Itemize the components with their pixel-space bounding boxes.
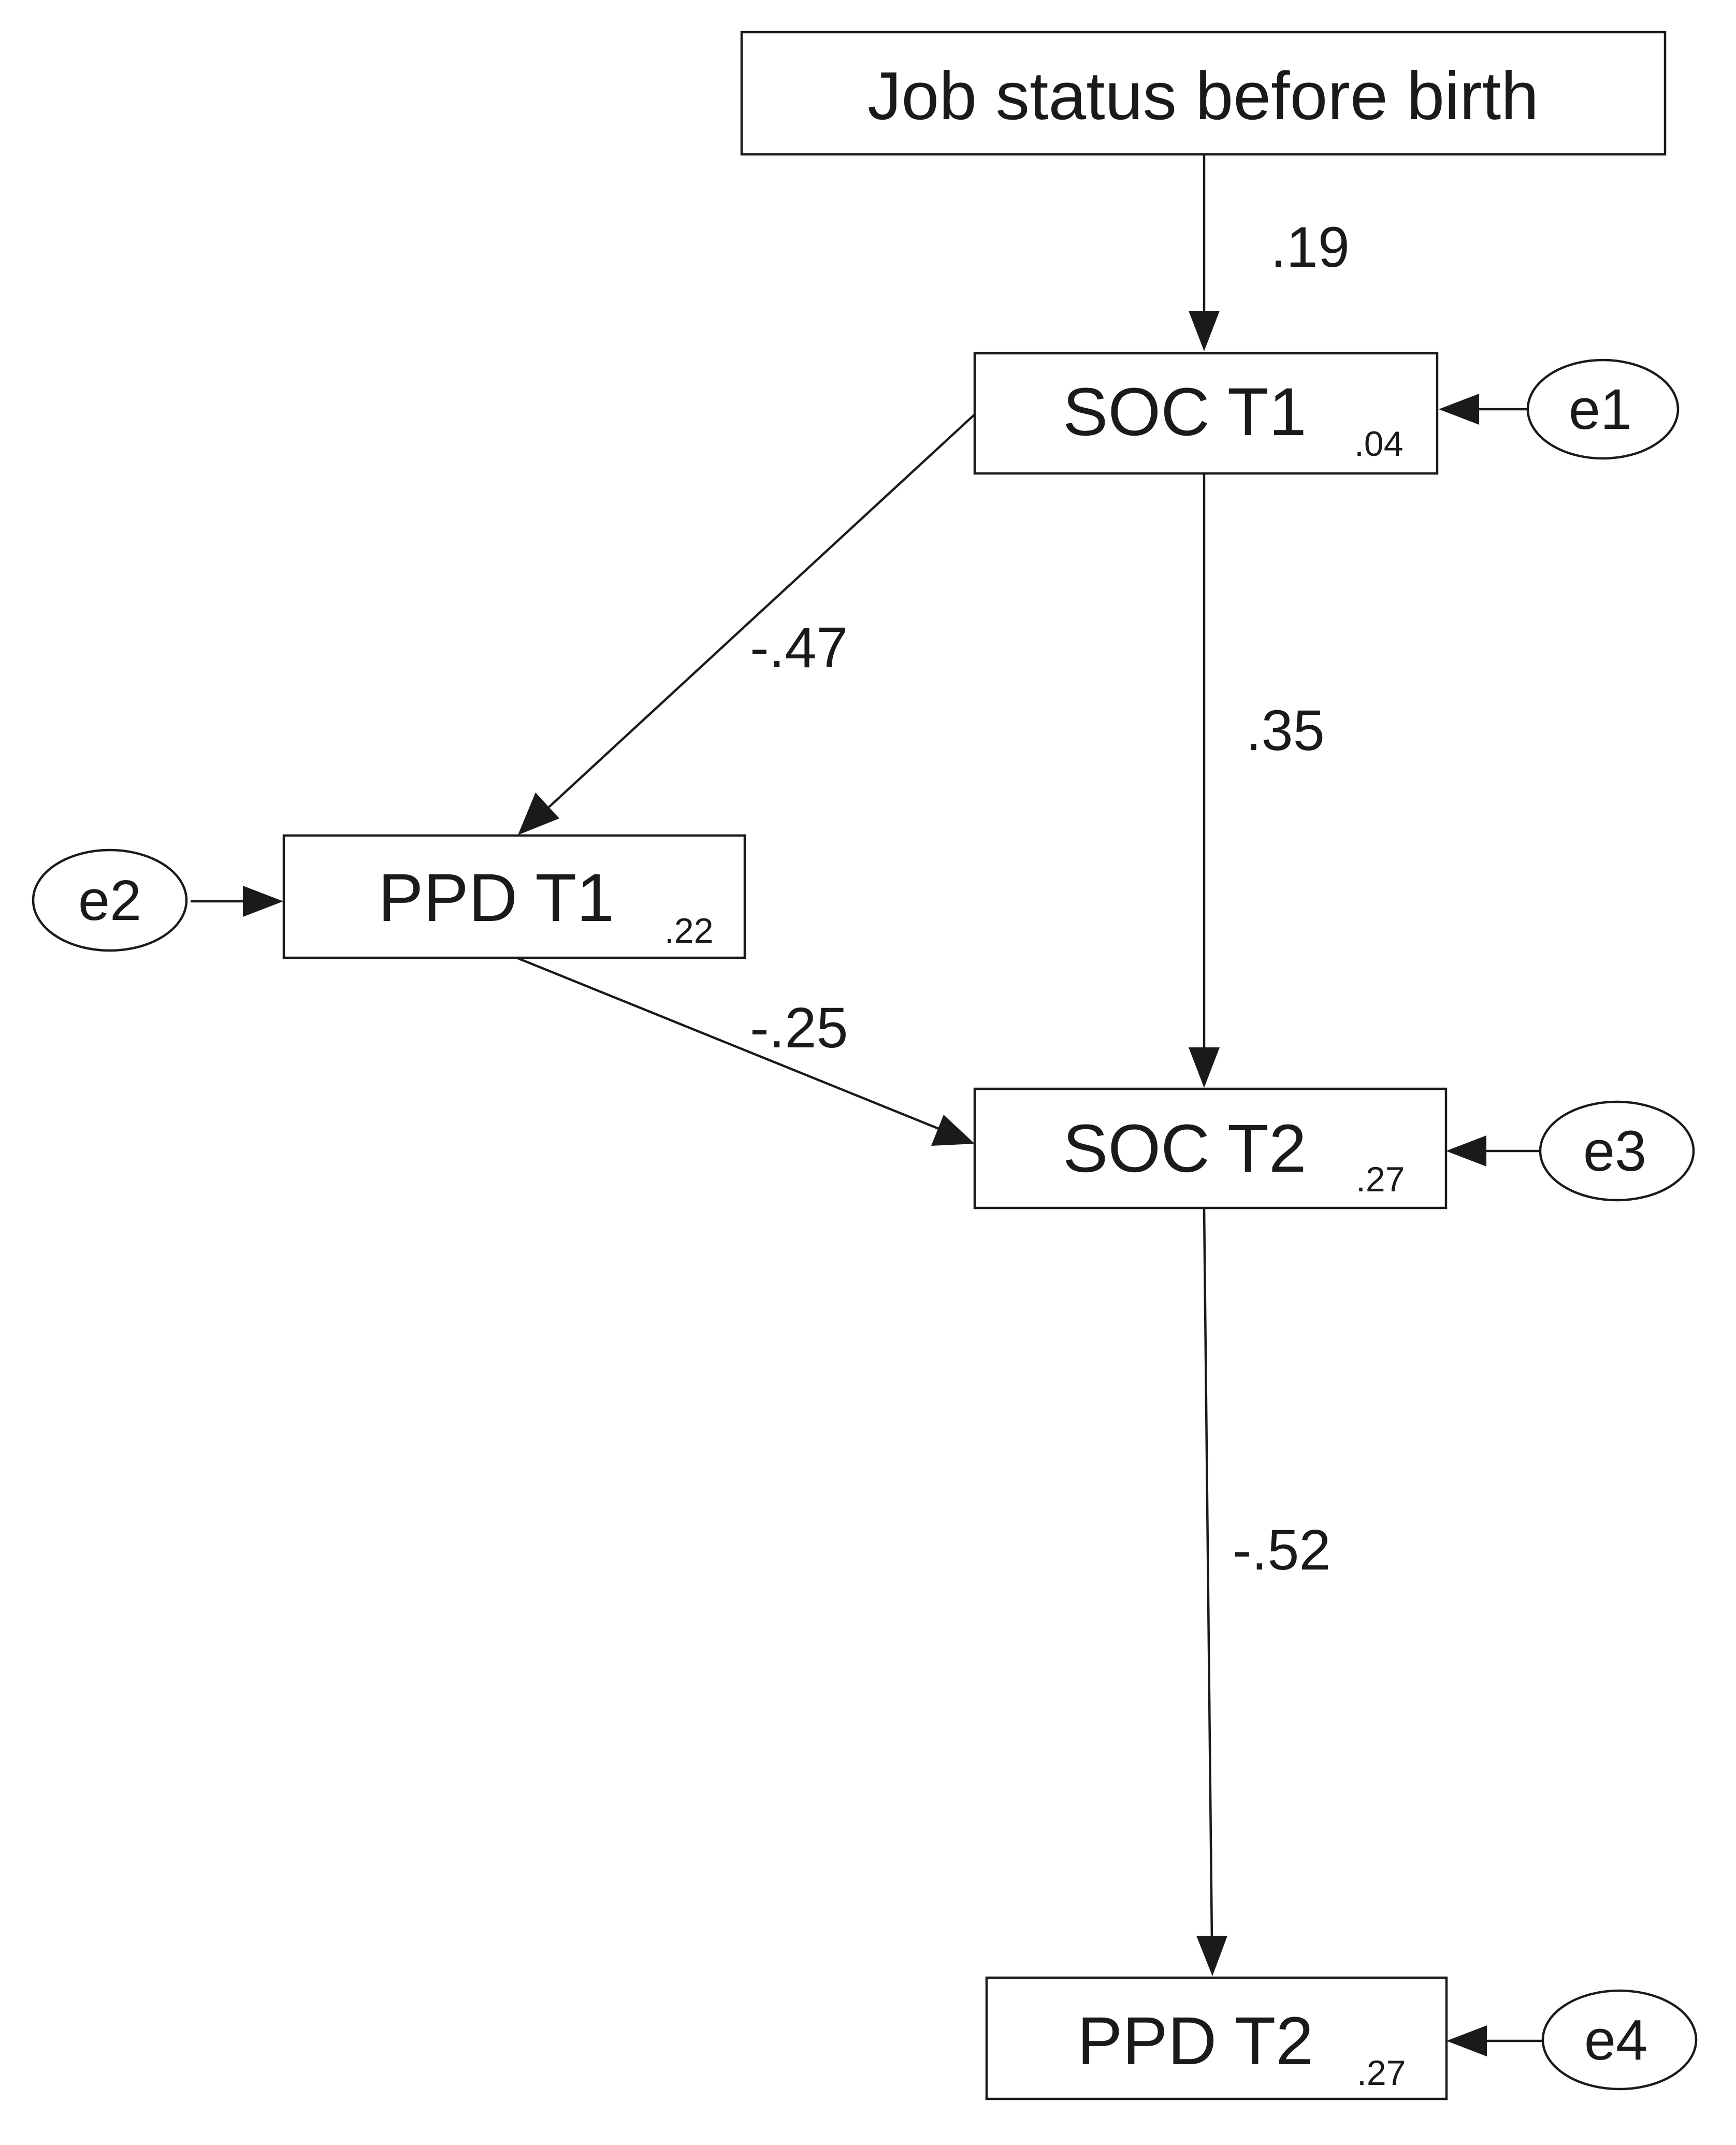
coefficient-job-to-soc-t1: .19 (1270, 215, 1350, 279)
arrowhead-e2-to-ppd-t1 (243, 886, 283, 917)
path-line-soc-t2-to-ppd-t2 (1203, 1207, 1213, 1940)
node-label: PPD T2 (1077, 2003, 1313, 2079)
node-ppd-t2: PPD T2 .27 (985, 1976, 1448, 2100)
arrowhead-e1-to-soc-t1 (1439, 394, 1479, 425)
node-soc-t2: SOC T2 .27 (973, 1087, 1448, 1210)
arrowhead-job-to-soc-t1 (1189, 311, 1220, 351)
error-label: e2 (78, 869, 141, 932)
coefficient-soc-t1-to-ppd-t1: -.47 (750, 616, 848, 680)
coefficient-soc-t2-to-ppd-t2: -.52 (1233, 1518, 1331, 1582)
arrowhead-e4-to-ppd-t2 (1446, 2025, 1487, 2056)
node-label: SOC T2 (1063, 1110, 1307, 1186)
node-soc-t1: SOC T1 .04 (973, 352, 1439, 475)
path-line-soc-t1-to-ppd-t1 (548, 413, 976, 808)
node-label: Job status before birth (867, 57, 1539, 134)
node-label: SOC T1 (1063, 373, 1307, 450)
error-term-e4: e4 (1541, 1989, 1698, 2091)
arrowhead-ppd-t1-to-soc-t2 (931, 1115, 975, 1146)
node-ppd-t1: PPD T1 .22 (282, 834, 746, 959)
arrowhead-soc-t1-to-ppd-t1 (518, 793, 559, 835)
coefficient-ppd-t1-to-soc-t2: -.25 (750, 996, 848, 1060)
r-squared-label: .27 (1357, 2053, 1406, 2093)
arrowhead-e3-to-soc-t2 (1446, 1135, 1486, 1167)
error-term-e1: e1 (1526, 358, 1680, 460)
node-label: PPD T1 (378, 859, 614, 935)
error-term-e3: e3 (1539, 1100, 1695, 1202)
r-squared-label: .04 (1354, 424, 1404, 464)
arrowhead-soc-t2-to-ppd-t2 (1196, 1936, 1227, 1976)
r-squared-label: .27 (1356, 1160, 1405, 1199)
error-label: e3 (1583, 1119, 1646, 1183)
error-term-e2: e2 (32, 848, 188, 952)
node-job-status-before-birth: Job status before birth (740, 31, 1667, 156)
arrowhead-soc-t1-to-soc-t2 (1189, 1047, 1220, 1088)
r-squared-label: .22 (664, 911, 714, 951)
coefficient-soc-t1-to-soc-t2: .35 (1246, 699, 1325, 762)
error-label: e4 (1584, 2008, 1647, 2072)
path-line-ppd-t1-to-soc-t2 (517, 957, 941, 1131)
error-label: e1 (1569, 378, 1632, 441)
